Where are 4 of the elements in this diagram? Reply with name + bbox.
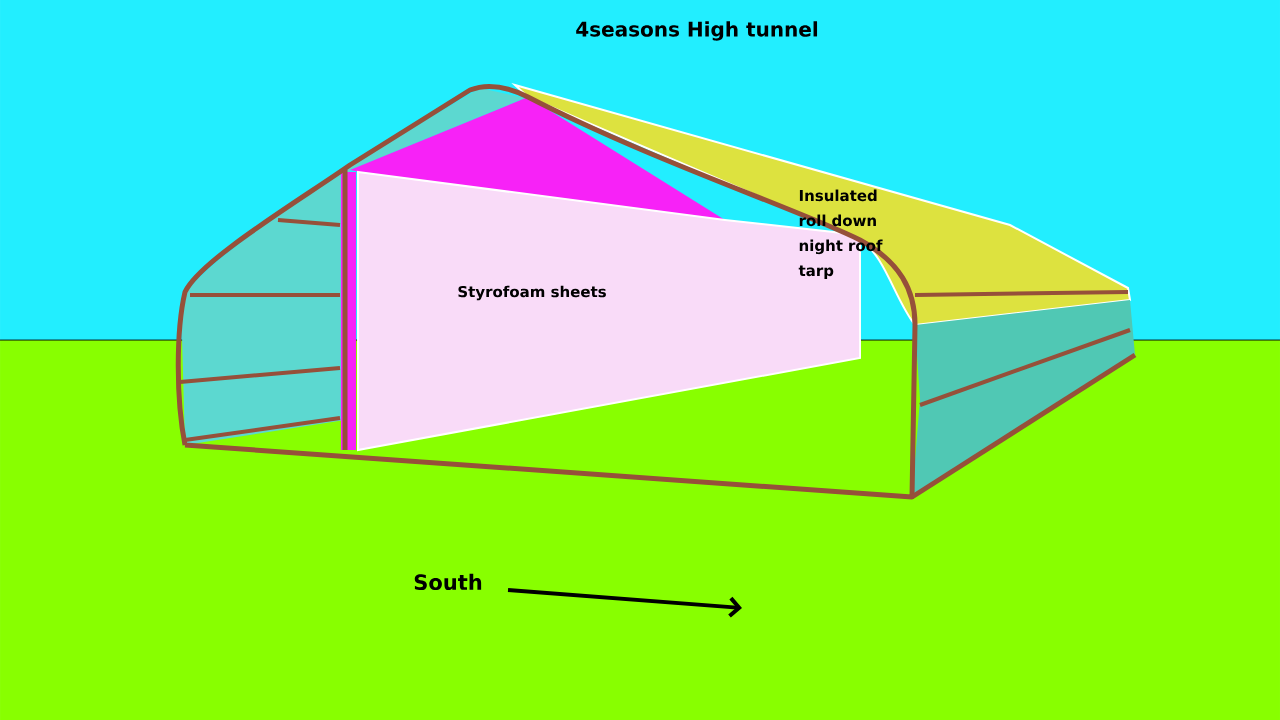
direction-label: South <box>414 573 482 591</box>
title: 4seasons High tunnel <box>576 21 818 41</box>
annotation: Styrofoam sheets <box>458 285 606 301</box>
annotation: Insulated roll down night roof tarp <box>798 189 883 280</box>
